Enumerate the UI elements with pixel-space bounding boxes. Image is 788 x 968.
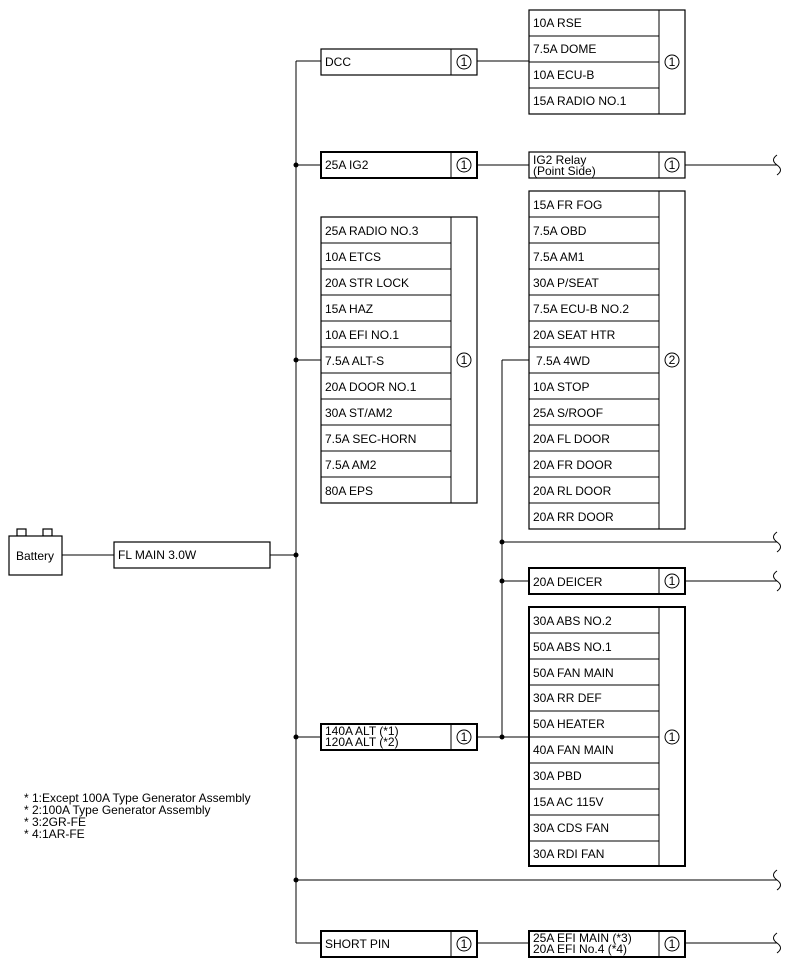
dcc-marker: 1 [461, 55, 468, 69]
group-d: 30A ABS NO.2 50A ABS NO.1 50A FAN MAIN 3… [528, 606, 686, 867]
fuse-30a-rr-def: 30A RR DEF [533, 691, 602, 705]
note-4: * 4:1AR-FE [24, 827, 85, 841]
fuse-30a-cds-fan: 30A CDS FAN [533, 821, 609, 835]
fuse-30a-p-seat: 30A P/SEAT [533, 276, 599, 290]
fuse-20a-seat-htr: 20A SEAT HTR [533, 328, 616, 342]
junction-dots [293, 162, 505, 883]
fuse-20a-rl-door: 20A RL DOOR [533, 484, 612, 498]
group-a-marker: 1 [669, 55, 676, 69]
fuse-10a-etcs: 10A ETCS [325, 250, 381, 264]
short-pin: SHORT PIN 1 [320, 930, 478, 958]
alt-line2: 120A ALT (*2) [325, 735, 399, 749]
deicer-fuse: 20A DEICER 1 [528, 567, 686, 595]
fuse-15a-haz: 15A HAZ [325, 302, 373, 316]
dcc-source: DCC 1 [320, 48, 478, 76]
fuse-80a-eps: 80A EPS [325, 484, 373, 498]
fuse-25a-radio-no3: 25A RADIO NO.3 [325, 224, 419, 238]
group-d-marker: 1 [669, 730, 676, 744]
ig2-relay-line1: IG2 Relay [533, 153, 586, 167]
fuse-20a-rr-door: 20A RR DOOR [533, 510, 614, 524]
group-c-marker: 2 [669, 353, 676, 367]
ig2-fuse: 25A IG2 1 [320, 151, 478, 179]
ig2-relay-line2: (Point Side) [533, 164, 596, 178]
fuse-20a-door-no1: 20A DOOR NO.1 [325, 380, 417, 394]
short-pin-label: SHORT PIN [325, 937, 390, 951]
fuse-20a-str-lock: 20A STR LOCK [325, 276, 409, 290]
deicer-label: 20A DEICER [533, 575, 603, 589]
efi-fuse: 25A EFI MAIN (*3) 20A EFI No.4 (*4) 1 [528, 930, 686, 958]
ig2-marker: 1 [461, 158, 468, 172]
fuse-15a-ac-115v: 15A AC 115V [533, 795, 604, 809]
alt-fuse: 140A ALT (*1) 120A ALT (*2) 1 [320, 723, 478, 751]
fuse-15a-radio-no1: 15A RADIO NO.1 [533, 94, 627, 108]
fuse-10a-stop: 10A STOP [533, 380, 589, 394]
main-fuse-label: FL MAIN 3.0W [118, 548, 197, 562]
fuse-7-5a-am1: 7.5A AM1 [533, 250, 585, 264]
dcc-label: DCC [325, 55, 351, 69]
fuse-50a-fan-main: 50A FAN MAIN [533, 666, 614, 680]
fuse-20a-fl-door: 20A FL DOOR [533, 432, 610, 446]
group-b: 25A RADIO NO.3 10A ETCS 20A STR LOCK 15A… [320, 216, 478, 504]
fuse-10a-efi-no1: 10A EFI NO.1 [325, 328, 399, 342]
fuse-30a-rdi-fan: 30A RDI FAN [533, 847, 604, 861]
note-1: * 1:Except 100A Type Generator Assembly [24, 791, 251, 805]
short-pin-marker: 1 [461, 937, 468, 951]
ig2-label: 25A IG2 [325, 158, 369, 172]
footnotes: * 1:Except 100A Type Generator Assembly … [24, 791, 251, 841]
ig2-relay: IG2 Relay (Point Side) 1 [528, 151, 686, 179]
fuse-50a-abs-no1: 50A ABS NO.1 [533, 640, 612, 654]
group-c: 15A FR FOG 7.5A OBD 7.5A AM1 30A P/SEAT … [528, 190, 686, 530]
fuse-7-5a-obd: 7.5A OBD [533, 224, 587, 238]
fuse-7-5a-ecu-b-no2: 7.5A ECU-B NO.2 [533, 302, 629, 316]
fuse-7-5a-dome: 7.5A DOME [533, 42, 596, 56]
note-3: * 3:2GR-FE [24, 815, 86, 829]
fuse-30a-abs-no2: 30A ABS NO.2 [533, 614, 612, 628]
fuse-7-5a-4wd: 7.5A 4WD [536, 354, 590, 368]
efi-line1: 25A EFI MAIN (*3) [533, 931, 632, 945]
fuse-7-5a-am2: 7.5A AM2 [325, 458, 377, 472]
fuse-40a-fan-main: 40A FAN MAIN [533, 743, 614, 757]
alt-line1: 140A ALT (*1) [325, 724, 399, 738]
group-b-marker: 1 [461, 353, 468, 367]
continuation-marks [773, 154, 781, 954]
group-a: 10A RSE 7.5A DOME 10A ECU-B 15A RADIO NO… [528, 9, 686, 115]
main-fuse: FL MAIN 3.0W [113, 541, 271, 569]
fuse-30a-st-am2: 30A ST/AM2 [325, 406, 393, 420]
note-2: * 2:100A Type Generator Assembly [24, 803, 211, 817]
battery-label: Battery [16, 549, 54, 563]
ig2-relay-marker: 1 [669, 158, 676, 172]
fuse-25a-s-roof: 25A S/ROOF [533, 406, 603, 420]
efi-line2: 20A EFI No.4 (*4) [533, 942, 627, 956]
fuse-20a-fr-door: 20A FR DOOR [533, 458, 613, 472]
fuse-15a-fr-fog: 15A FR FOG [533, 198, 602, 212]
fuse-10a-rse: 10A RSE [533, 16, 582, 30]
deicer-marker: 1 [669, 574, 676, 588]
battery: Battery [8, 528, 63, 576]
fuse-7-5a-sec-horn: 7.5A SEC-HORN [325, 432, 416, 446]
fuse-10a-ecu-b: 10A ECU-B [533, 68, 594, 82]
fuse-30a-pbd: 30A PBD [533, 769, 582, 783]
efi-marker: 1 [669, 937, 676, 951]
fuse-7-5a-alt-s: 7.5A ALT-S [325, 354, 384, 368]
fuse-50a-heater: 50A HEATER [533, 717, 605, 731]
alt-marker: 1 [461, 730, 468, 744]
